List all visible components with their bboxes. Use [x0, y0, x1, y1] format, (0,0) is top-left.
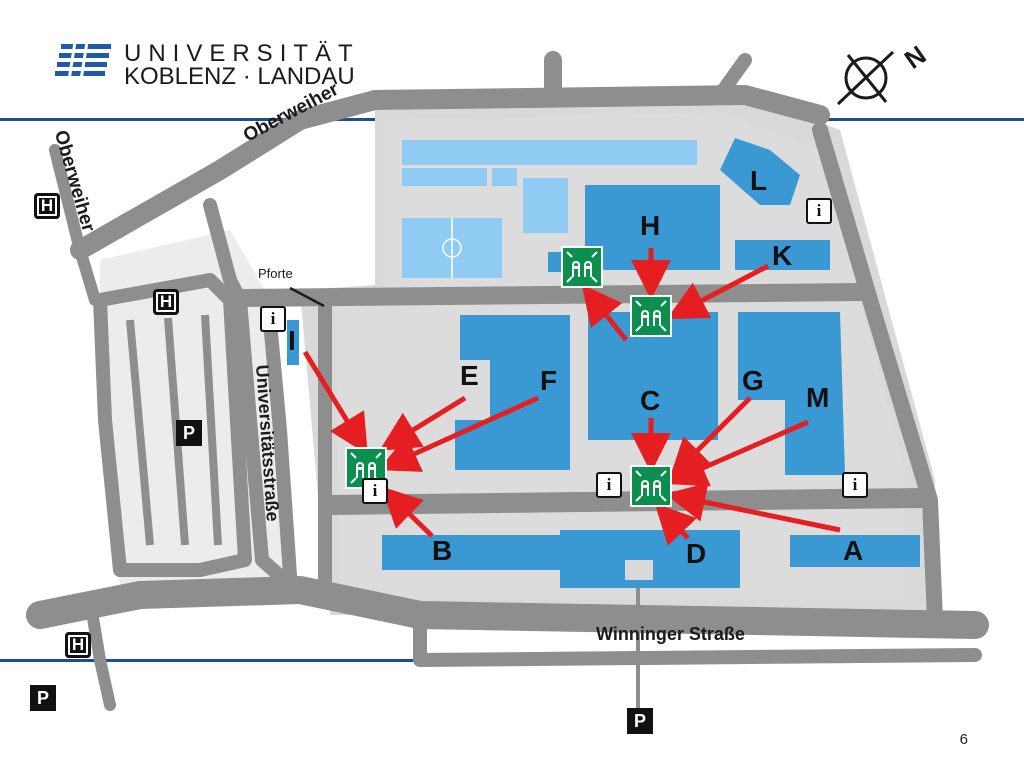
road-inner-loop — [203, 198, 297, 592]
bus-stop-icon-1: H — [34, 193, 60, 219]
building-label-d: D — [686, 538, 707, 569]
bottom-rule — [0, 659, 524, 662]
info-icon-2: i — [806, 198, 832, 224]
building-label-g: G — [742, 365, 764, 396]
info-icon-3: i — [596, 472, 622, 498]
building-l-shape — [720, 138, 800, 205]
assembly-point-north-icon — [561, 246, 603, 288]
gate-label: Pforte — [258, 266, 293, 281]
building-k-shape — [735, 240, 830, 270]
road-winninger — [26, 576, 989, 639]
building-gm-shape — [738, 312, 845, 475]
building-c-shape — [588, 312, 718, 440]
building-i-shape — [287, 320, 299, 365]
info-icon-1: i — [260, 306, 286, 332]
sports-field-strip — [402, 140, 697, 165]
building-label-f: F — [540, 365, 558, 396]
sports-pool — [523, 178, 568, 233]
parking-icon-1: P — [176, 420, 202, 446]
arrow-b — [381, 486, 434, 538]
info-icon-5: i — [362, 478, 388, 504]
arrow-m — [666, 419, 810, 487]
building-d-entrance — [625, 560, 653, 580]
building-label-c: C — [640, 385, 661, 416]
building-label-e: E — [460, 360, 479, 391]
university-name-line1: UNIVERSITÄT — [124, 40, 360, 67]
road-oberweiher-west — [49, 144, 101, 306]
gate-barrier-icon — [289, 286, 325, 308]
road-lower-strip — [413, 613, 982, 667]
building-label-h: H — [640, 210, 661, 241]
parking-stall-row-3 — [201, 314, 222, 546]
building-label-a: A — [843, 535, 864, 566]
arrow-c-up — [581, 284, 628, 342]
bus-stop-icon-3: H — [65, 632, 91, 658]
road-campus-east — [812, 122, 943, 628]
road-oberweiher — [70, 85, 830, 260]
building-label-k: K — [772, 240, 793, 271]
road-stub-right — [713, 53, 752, 102]
info-icon-4: i — [842, 472, 868, 498]
arrow-i — [302, 350, 368, 455]
road-lot-ring — [93, 273, 252, 577]
building-label-m: M — [806, 382, 830, 413]
university-logo-icon — [55, 41, 111, 81]
university-name-line2: KOBLENZ · LANDAU — [124, 63, 355, 90]
small-building-near-assembly — [548, 252, 562, 272]
arrow-k — [666, 263, 770, 319]
building-label-b: B — [432, 535, 453, 566]
sports-court-center — [442, 238, 462, 258]
building-label-l: L — [750, 165, 768, 196]
assembly-point-central-icon — [630, 295, 672, 337]
sports-court-markings — [451, 218, 453, 278]
building-b-shape — [382, 535, 562, 570]
parking-icon-2: P — [30, 685, 56, 711]
road-universitaetsstrasse — [261, 293, 297, 582]
sports-field-small-2 — [492, 168, 517, 186]
road-campus-south — [320, 488, 935, 515]
building-label-i: I — [288, 325, 296, 356]
arrow-a — [665, 482, 841, 533]
bus-stop-icon-2: H — [153, 289, 179, 315]
page-number: 6 — [959, 731, 968, 748]
street-label-winninger: Winninger Straße — [596, 624, 745, 644]
building-ef-shape — [455, 315, 570, 470]
arrow-f — [378, 395, 540, 472]
sports-field-small-1 — [402, 168, 487, 186]
road-campus-main — [231, 283, 869, 307]
compass-icon — [836, 50, 895, 106]
road-lower-west — [84, 594, 116, 711]
parking-stall-row-1 — [126, 319, 154, 546]
parking-icon-3: P — [627, 708, 653, 734]
building-a-shape — [790, 535, 920, 567]
assembly-point-south-icon — [630, 465, 672, 507]
arrow-d — [654, 503, 697, 546]
